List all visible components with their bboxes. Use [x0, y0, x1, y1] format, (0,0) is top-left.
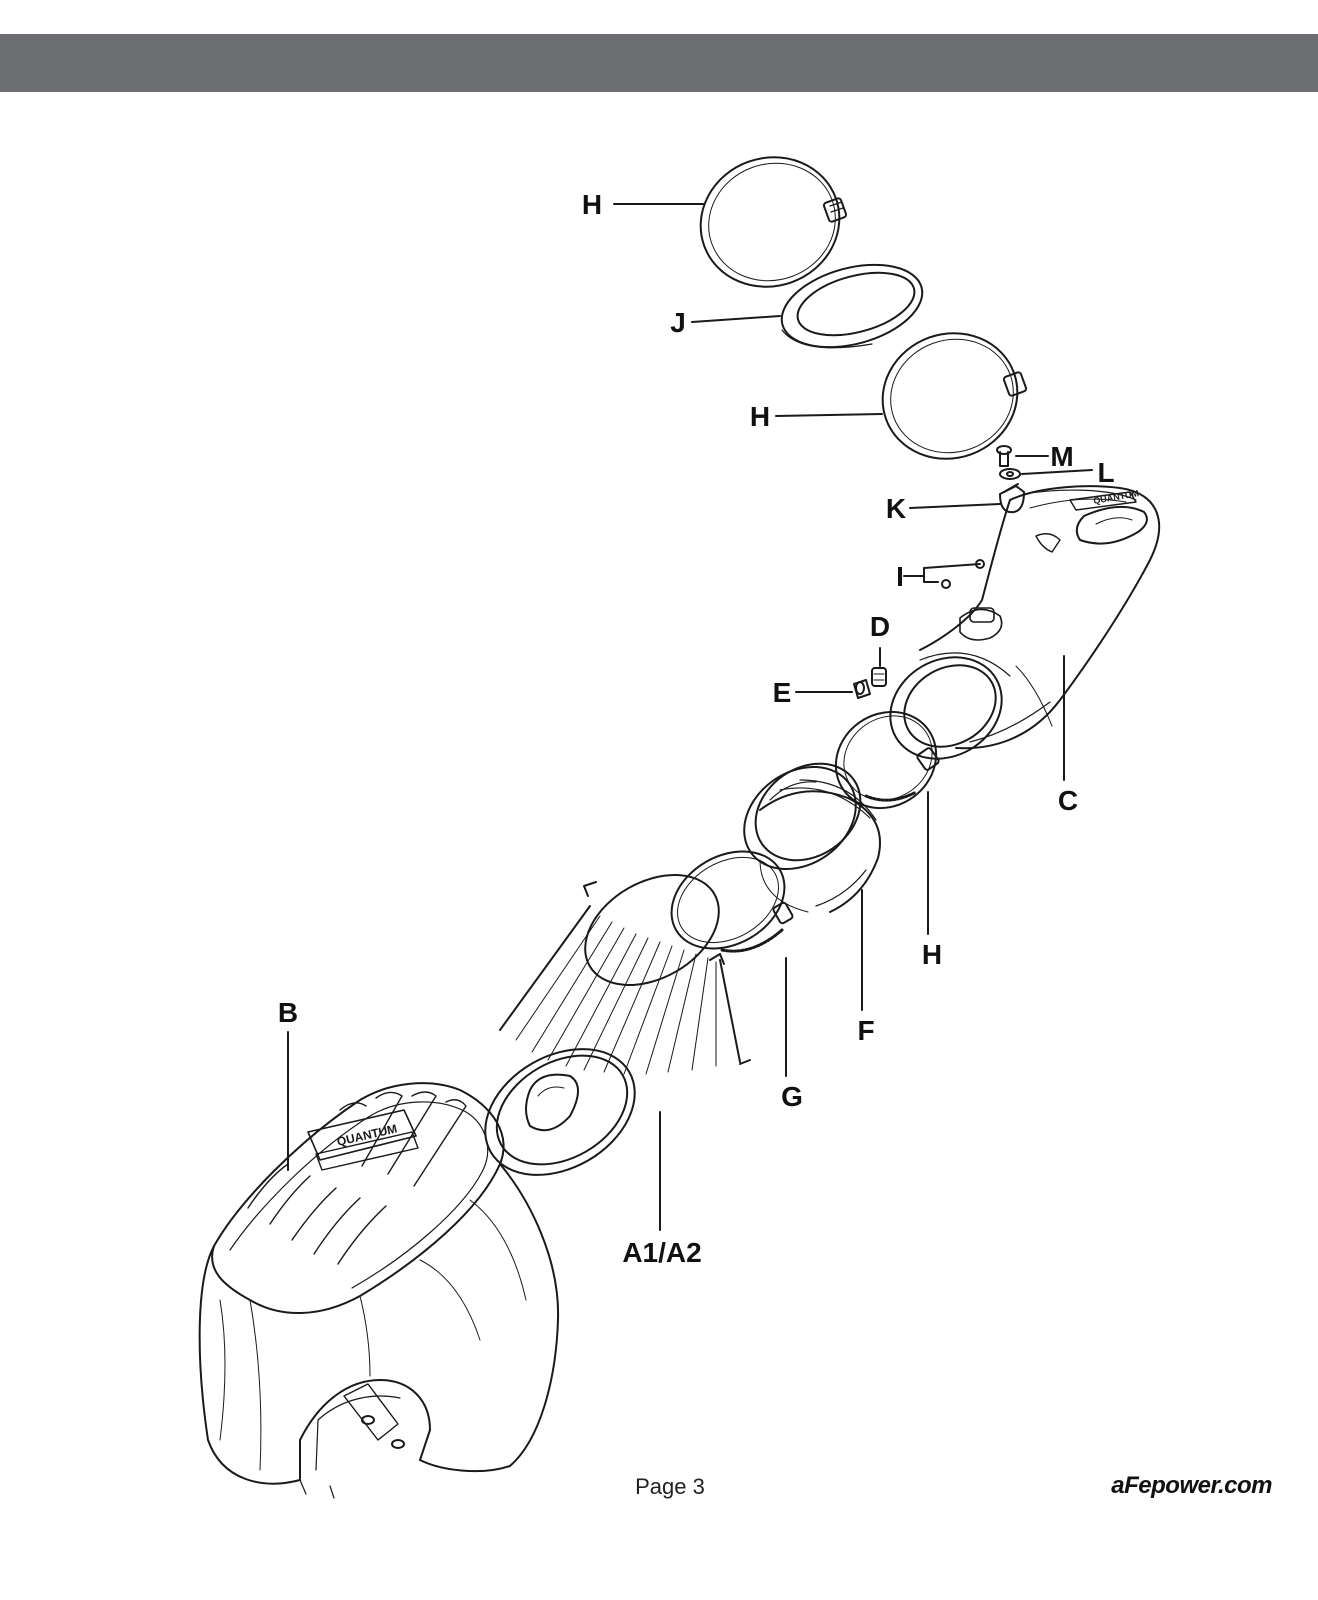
callout-h-top: H — [582, 189, 602, 220]
grommet-d — [871, 667, 887, 687]
callout-j: J — [670, 307, 686, 338]
clamp-h-top — [699, 156, 848, 288]
clamp-h-low — [834, 710, 940, 810]
intake-tube-c — [889, 485, 1161, 760]
callout-d: D — [870, 611, 890, 642]
leader-lines — [287, 203, 1093, 1231]
washer-l — [999, 468, 1021, 480]
callout-i: I — [896, 561, 904, 592]
callout-c: C — [1058, 785, 1078, 816]
air-filter-a1-a2 — [484, 874, 751, 1176]
fastener-i — [923, 559, 985, 589]
coupler-ring-j — [780, 263, 924, 349]
callout-b: B — [278, 997, 298, 1028]
coupler-f — [743, 762, 881, 913]
callout-h-mid: H — [750, 401, 770, 432]
plug-e — [853, 679, 871, 699]
website-url[interactable]: aFepower.com — [1111, 1472, 1272, 1499]
svg-text:QUANTUM: QUANTUM — [336, 1121, 399, 1148]
airbox-b — [198, 1082, 560, 1499]
page-number: Page 3 — [635, 1474, 705, 1499]
callout-e: E — [773, 677, 792, 708]
callout-k: K — [886, 493, 906, 524]
clamp-h-mid — [881, 332, 1028, 460]
callout-m: M — [1050, 441, 1073, 472]
bolt-m — [996, 445, 1012, 467]
header-band — [0, 34, 1318, 92]
callout-a1-a2: A1/A2 — [622, 1237, 701, 1268]
callout-l: L — [1097, 457, 1114, 488]
callout-f: F — [857, 1015, 874, 1046]
callout-g: G — [781, 1081, 803, 1112]
clamp-g — [670, 850, 794, 953]
callout-h-low: H — [922, 939, 942, 970]
